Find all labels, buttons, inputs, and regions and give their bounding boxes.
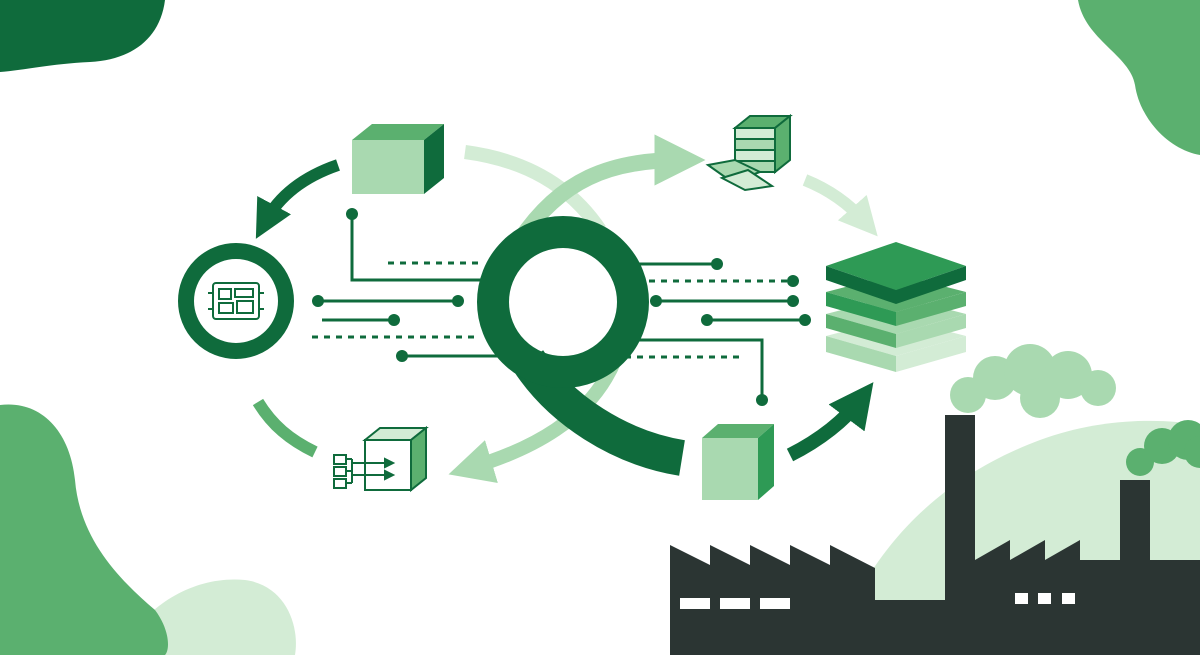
arc-top-left: [255, 159, 340, 239]
blob-top-left: [0, 0, 165, 72]
circuit-board-icon: [178, 243, 294, 359]
arc-cube-to-layers: [786, 382, 874, 462]
cube-icon: [702, 424, 774, 500]
server-stack-icon: [705, 113, 793, 192]
connector-dots-left: [312, 208, 464, 362]
smoke-cloud-left: [950, 344, 1116, 418]
blob-bottom-left: [0, 404, 168, 655]
arc-server-to-layers: [802, 174, 878, 237]
layer-stack-icon: [826, 242, 966, 372]
ring-icon: [477, 216, 686, 476]
cube-icon: [352, 124, 444, 194]
flow-box-icon: [333, 425, 429, 493]
arc-left-lower: [252, 398, 318, 458]
connector-dots-right: [650, 258, 811, 406]
factory-icon: [670, 415, 1200, 655]
blob-top-right: [1078, 0, 1200, 155]
arc-up-to-server: [513, 134, 706, 245]
connectors-left: [312, 214, 505, 358]
smoke-cloud-right: [1126, 420, 1200, 476]
arc-down-left: [448, 357, 622, 484]
arc-top-middle: [464, 145, 606, 234]
connectors-right: [625, 262, 805, 400]
